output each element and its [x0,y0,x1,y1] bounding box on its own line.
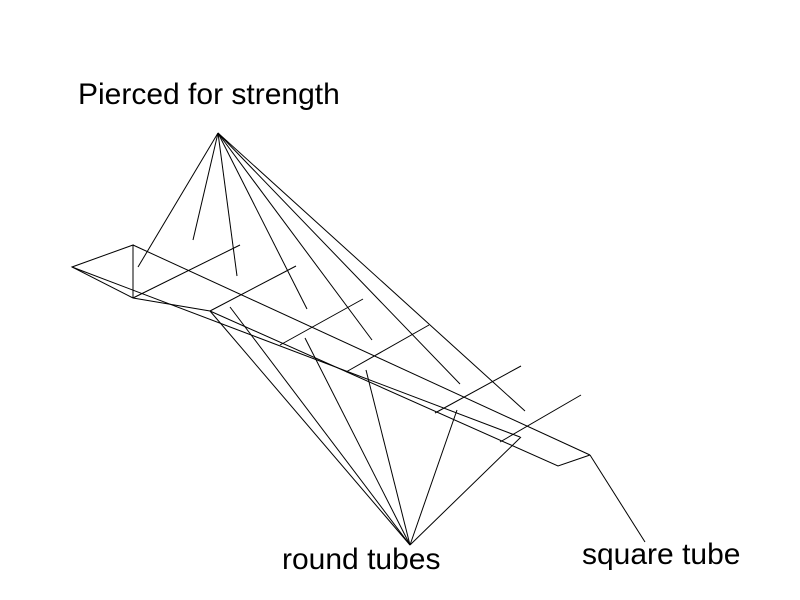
round-tubes-leader [365,369,411,546]
round-tubes-leader [209,310,411,546]
pierced-leader [217,132,526,412]
round-tubes-leaders [209,306,522,546]
pierced-leader [137,132,219,268]
pierced-for-strength-label: Pierced for strength [78,78,340,111]
cross-member [434,365,522,414]
square-tube-leader [589,454,646,543]
cross-member [499,394,582,443]
square-tube-label: square tube [582,538,741,571]
round-tubes-leader [409,436,522,546]
cross-members [132,244,582,443]
round-tubes-leader [229,306,411,546]
structure-outline [70,244,591,467]
pierced-leader [217,132,373,341]
round-tubes-leader [304,337,411,546]
cross-member [279,298,364,346]
structure-top-edge [132,244,591,456]
structure-inner-edge [71,266,521,438]
round-tubes-label: round tubes [282,543,441,576]
cross-member [132,244,241,299]
pierced-leader [217,132,461,385]
pierced-leader [192,132,219,241]
round-tubes-leader [409,409,458,546]
cross-member [209,265,297,312]
pierced-leader [217,132,308,310]
structure-left-tip [70,244,134,299]
structure-bottom-edge [132,297,591,467]
square-tube-leaders [589,454,646,543]
pierced-leader [217,132,238,277]
pierced-leaders [137,132,526,412]
cross-member [345,324,430,373]
